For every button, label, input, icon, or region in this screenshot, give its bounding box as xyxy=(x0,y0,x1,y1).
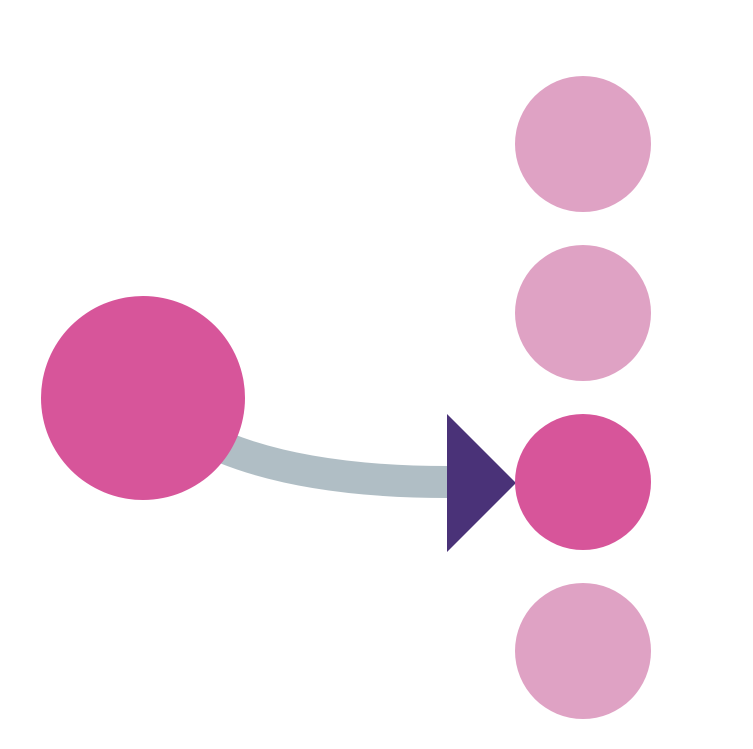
arrowhead-icon xyxy=(447,414,516,552)
target-node[interactable] xyxy=(515,583,651,719)
target-node[interactable] xyxy=(515,245,651,381)
target-node-selected[interactable] xyxy=(515,414,651,550)
source-node[interactable] xyxy=(41,296,245,500)
target-node[interactable] xyxy=(515,76,651,212)
connector-line xyxy=(219,433,449,498)
target-node-column xyxy=(515,76,651,719)
